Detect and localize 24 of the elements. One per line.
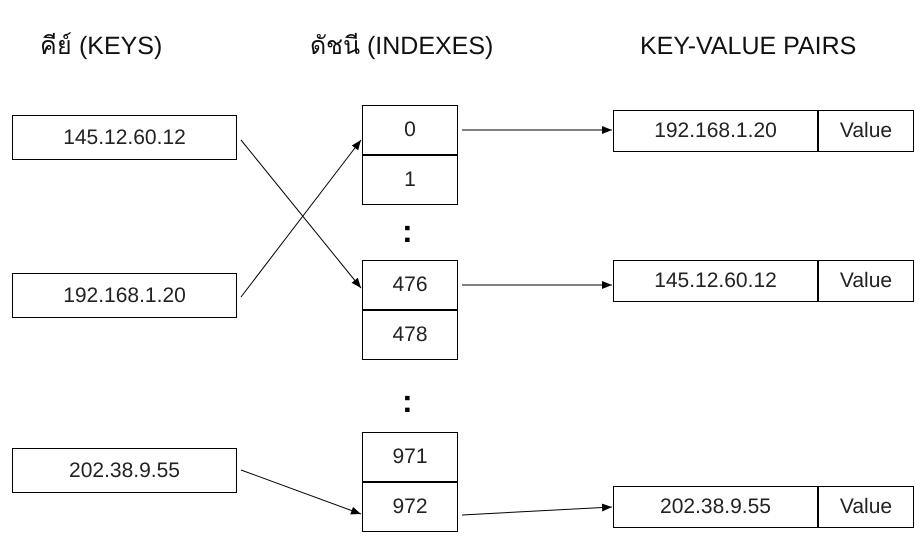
cell: Value [818, 260, 914, 302]
column-heading: ดัชนี (INDEXES) [310, 31, 494, 62]
cell: 202.38.9.55 [12, 448, 237, 493]
column-heading: คีย์ (KEYS) [40, 31, 162, 62]
cell: 972 [362, 482, 458, 532]
ellipsis-mark: : [402, 385, 413, 417]
cell: 1 [362, 155, 458, 205]
cell: 478 [362, 310, 458, 360]
cell: 202.38.9.55 [613, 486, 818, 528]
cell: Value [818, 110, 914, 152]
ellipsis-mark: : [402, 215, 413, 247]
cell: 192.168.1.20 [613, 110, 818, 152]
arrow [462, 281, 612, 289]
cell: 0 [362, 105, 458, 155]
cell: Value [818, 486, 914, 528]
arrow [462, 504, 612, 516]
arrow [240, 470, 362, 514]
cell: 971 [362, 432, 458, 482]
cell: 145.12.60.12 [613, 260, 818, 302]
cell: 476 [362, 260, 458, 310]
cell: 145.12.60.12 [12, 115, 237, 160]
arrow [462, 126, 612, 134]
column-heading: KEY-VALUE PAIRS [640, 31, 856, 62]
cell: 192.168.1.20 [12, 273, 237, 318]
